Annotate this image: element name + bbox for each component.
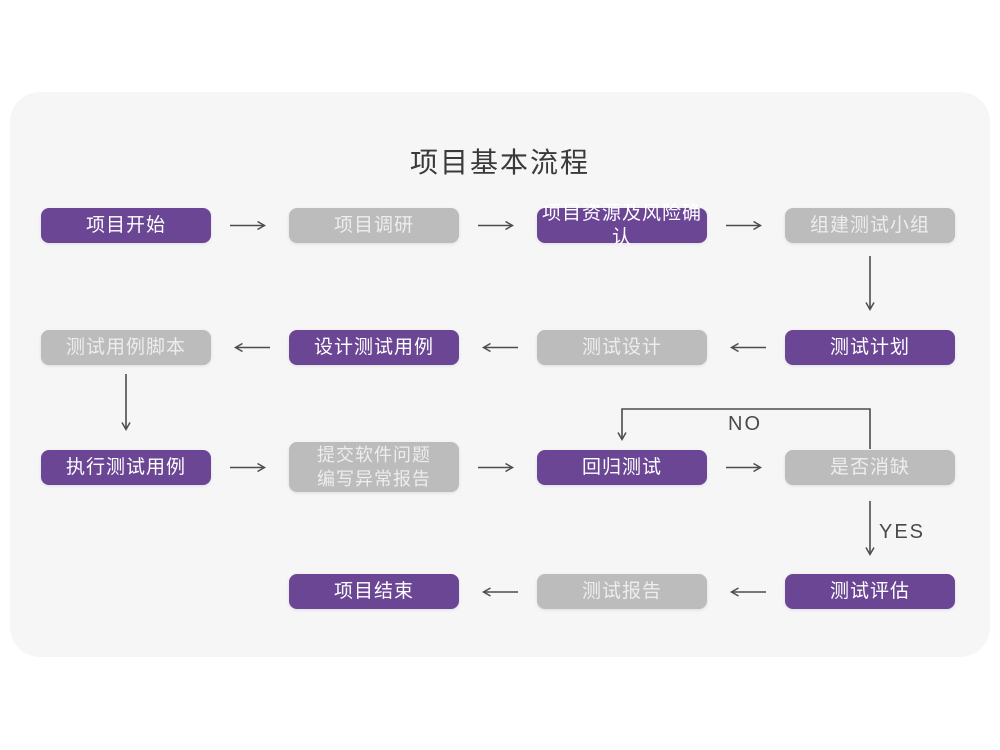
edge-label-no: NO [728,413,762,435]
edge-label-yes: YES [879,521,926,543]
node-project-research: 项目调研 [289,208,459,243]
node-project-end: 项目结束 [289,574,459,609]
node-test-design: 测试设计 [537,330,707,365]
node-test-evaluation: 测试评估 [785,574,955,609]
flowchart-card [10,92,990,657]
node-regression-test: 回归测试 [537,450,707,485]
node-design-test-cases: 设计测试用例 [289,330,459,365]
node-test-case-script: 测试用例脚本 [41,330,211,365]
node-defect-resolved-check: 是否消缺 [785,450,955,485]
node-risk-confirm: 项目资源及风险确认 [537,203,707,248]
node-submit-issues-report: 提交软件问题 编写异常报告 [289,442,459,492]
node-test-plan: 测试计划 [785,330,955,365]
node-project-start: 项目开始 [41,208,211,243]
node-execute-test-cases: 执行测试用例 [41,450,211,485]
node-build-test-team: 组建测试小组 [785,208,955,243]
node-test-report: 测试报告 [537,574,707,609]
page-title: 项目基本流程 [409,147,590,178]
